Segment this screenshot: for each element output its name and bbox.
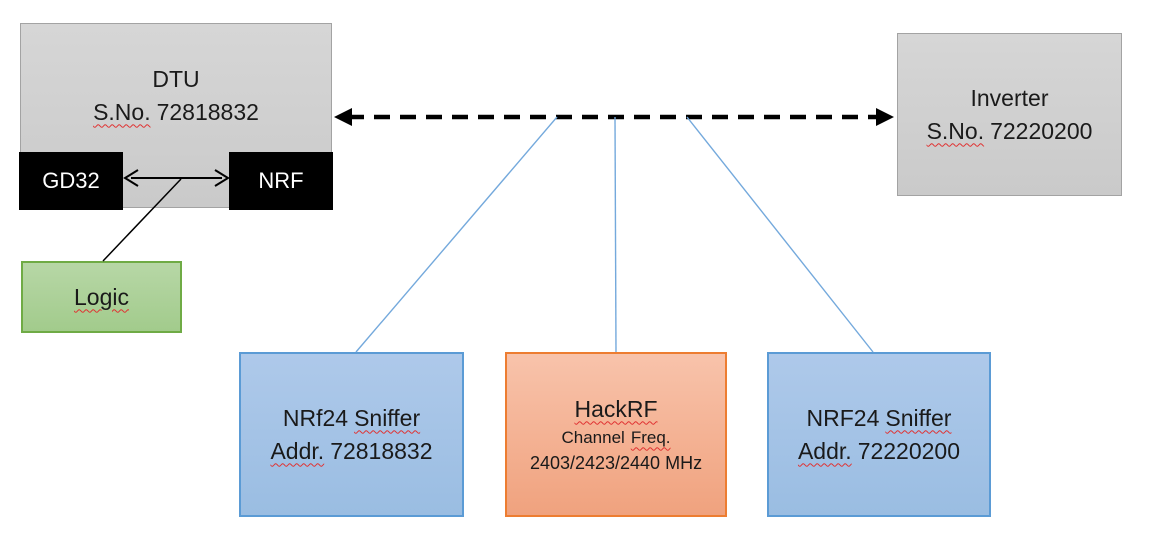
sniffer-left-role: Sniffer (354, 404, 421, 431)
sniffer-right-address: Addr.72220200 (798, 435, 960, 468)
hackrf-channel-label: Channel (561, 427, 625, 447)
hackrf-title-text: HackRF (574, 395, 658, 422)
gd32-chip-label: GD32 (42, 168, 100, 193)
hackrf-title: HackRF (574, 394, 657, 425)
hackrf-frequencies: 2403/2423/2440 MHz (529, 452, 703, 473)
nrf-chip: NRF (229, 152, 333, 210)
sniffer-right-addr-value: 72220200 (857, 437, 961, 464)
sniffer-left-addr-value: 72818832 (330, 437, 433, 464)
sniffer-right-role: Sniffer (885, 404, 952, 431)
rf-link-arrowhead-left (334, 108, 352, 126)
rf-link-dashed-arrow (334, 108, 894, 126)
tap-line-sniffer-right (686, 116, 874, 353)
dtu-serial-label: S.No. (93, 98, 151, 125)
sniffer-left-address: Addr.72818832 (270, 435, 432, 468)
tap-line-sniffer-left (355, 116, 558, 353)
inverter-serial-label: S.No. (926, 117, 985, 144)
tap-line-hackrf (614, 116, 617, 353)
inverter-box: Inverter S.No.72220200 (897, 33, 1122, 196)
rf-link-arrowhead-right (876, 108, 894, 126)
inverter-serial: S.No.72220200 (927, 115, 1093, 148)
hackrf-freq-label: Freq. (630, 427, 671, 447)
sniffer-left-addr-label: Addr. (270, 437, 325, 464)
inverter-title: Inverter (970, 84, 1049, 111)
dtu-serial: S.No.72818832 (93, 96, 259, 129)
logic-box: Logic (21, 261, 182, 333)
sniffer-right-addr-label: Addr. (797, 437, 852, 464)
inverter-serial-value: 72220200 (990, 117, 1093, 144)
gd32-chip: GD32 (19, 152, 123, 210)
dtu-serial-value: 72818832 (156, 98, 259, 125)
sniffer-right-model: NRF24 (806, 404, 880, 431)
logic-label: Logic (74, 283, 129, 310)
dtu-title: DTU (152, 65, 200, 92)
sniffer-left-model: NRf24 (282, 404, 349, 431)
nrf-chip-label: NRF (258, 168, 304, 193)
